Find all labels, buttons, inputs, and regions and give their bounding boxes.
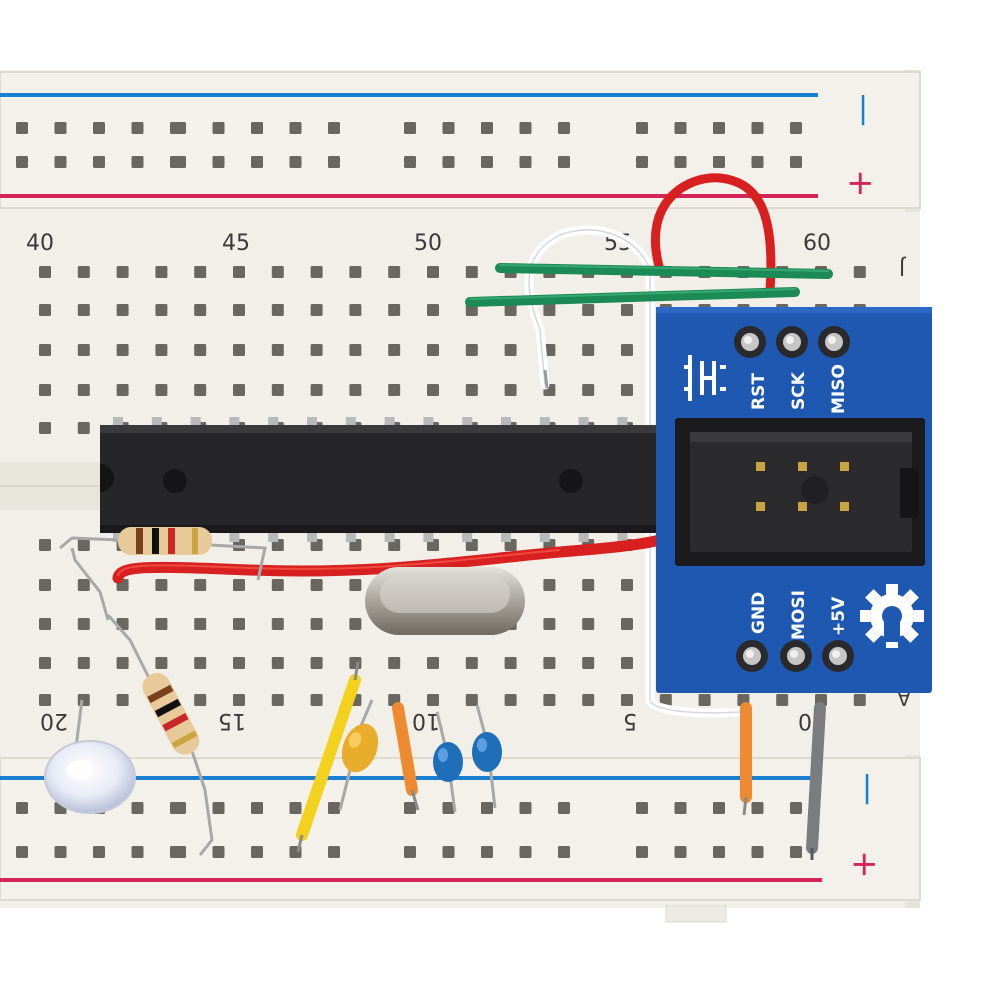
isp-breakout-board: RST SCK MISO GND MOSI +5V <box>656 307 932 693</box>
pin-label-mosi: MOSI <box>789 590 809 640</box>
pin-gnd <box>736 640 768 672</box>
pin-label-rst: RST <box>749 373 769 410</box>
open-hardware-gear-icon <box>860 584 924 648</box>
pin-label-sck: SCK <box>789 371 809 410</box>
row-letter-j: J <box>899 256 907 280</box>
column-number-45: 45 <box>222 231 250 256</box>
bottom-power-rail <box>0 757 921 901</box>
top-power-rail <box>0 71 921 209</box>
column-number-10: 10 <box>412 708 440 733</box>
bottom-header-pins <box>736 640 854 672</box>
yellow-wire <box>296 661 361 853</box>
led <box>44 699 136 814</box>
sparkfun-style-logo-icon <box>684 355 726 401</box>
isp-6-pin-connector <box>675 418 925 566</box>
column-number-0: 0 <box>798 708 812 733</box>
column-number-40: 40 <box>26 231 54 256</box>
orange-wire-right <box>740 702 752 816</box>
column-number-60: 60 <box>803 231 831 256</box>
pin-label-gnd: GND <box>749 592 769 634</box>
pin-rst <box>734 326 766 358</box>
red-wire <box>112 534 666 584</box>
ceramic-capacitor-blue-2 <box>472 704 502 809</box>
top-rail-minus-label: | <box>858 91 868 126</box>
column-number-20: 20 <box>40 708 68 733</box>
resistor-horizontal <box>59 527 267 621</box>
gray-wire <box>806 702 826 860</box>
ceramic-capacitor-yellow <box>338 699 379 811</box>
microcontroller-chip <box>100 417 656 542</box>
top-rail-plus-label: + <box>846 163 875 203</box>
bottom-rail-minus-label: | <box>862 770 872 805</box>
pin-label-miso: MISO <box>829 364 849 414</box>
crystal-oscillator <box>365 567 525 635</box>
column-number-15: 15 <box>218 708 246 733</box>
pin-5v <box>822 640 854 672</box>
pin-mosi <box>780 640 812 672</box>
pin-sck <box>776 326 808 358</box>
resistor-diagonal <box>106 614 214 856</box>
pin-miso <box>818 326 850 358</box>
chip-pin1-dimple <box>163 469 187 493</box>
orange-wire-left <box>392 702 420 811</box>
ceramic-capacitor-blue-1 <box>433 711 463 813</box>
pin-label-5v: +5V <box>829 596 849 636</box>
column-number-50: 50 <box>414 231 442 256</box>
bottom-rail-plus-label: + <box>850 844 879 884</box>
column-number-5: 5 <box>623 708 637 733</box>
top-header-pins <box>734 326 850 358</box>
green-wires <box>465 263 833 307</box>
red-loop-wire <box>650 173 776 295</box>
